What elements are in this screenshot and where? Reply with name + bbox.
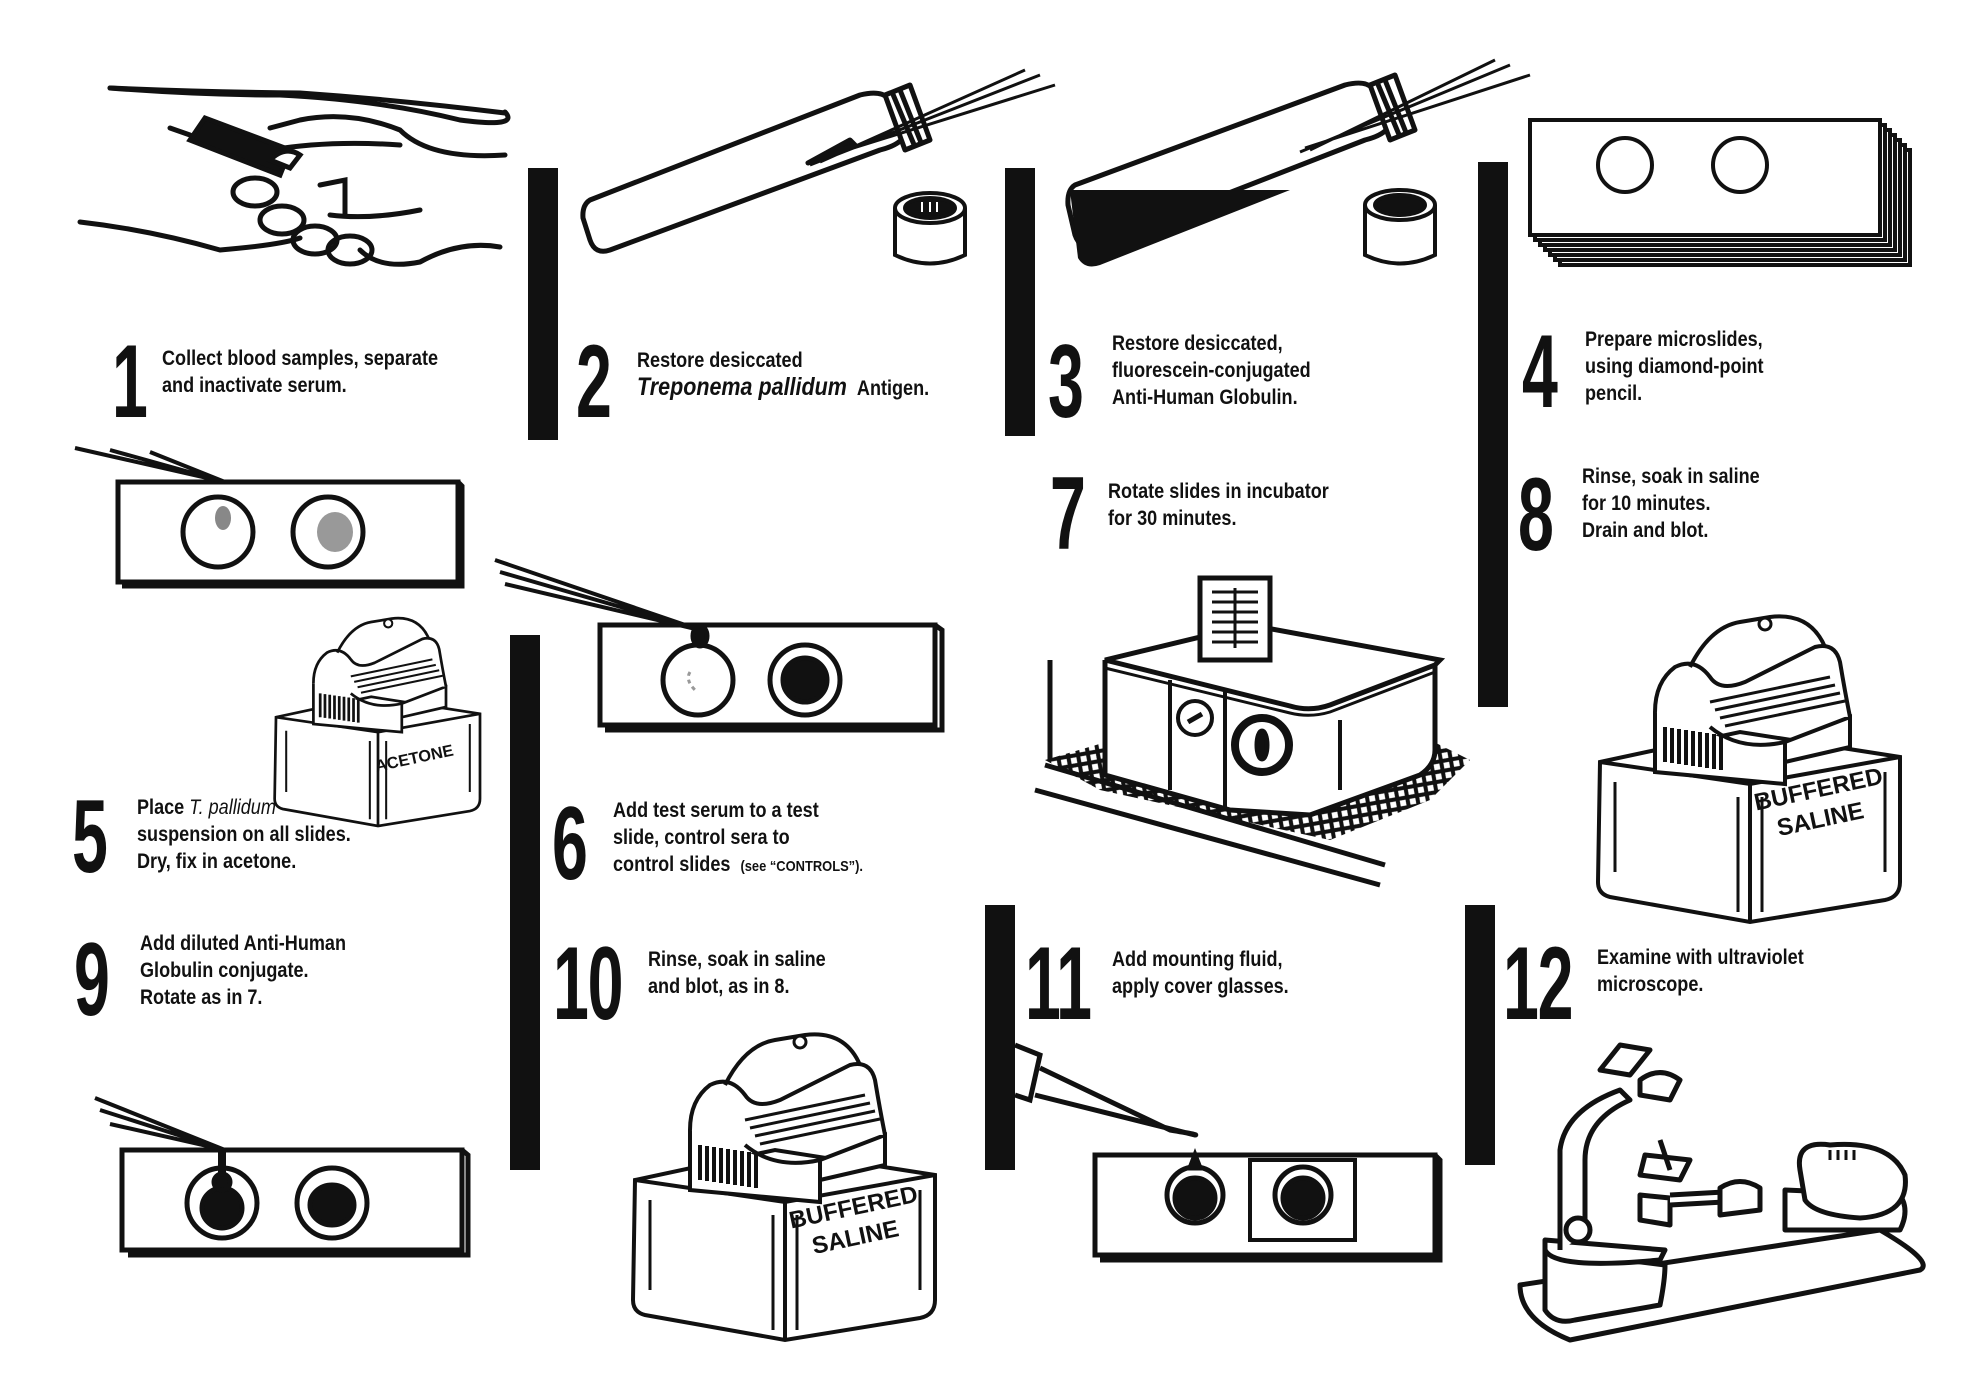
step-3-number: 3 [1048,324,1084,440]
dropper-and-slide-icon [1014,1042,1443,1263]
step-2-line-2: Treponema pallidum Antigen. [637,374,929,402]
step-8-line-2: for 10 minutes. [1582,492,1711,515]
step-3-line-3: Anti-Human Globulin. [1112,386,1298,409]
step-12-line-1: Examine with ultraviolet [1597,946,1804,969]
step-10-text: Rinse, soak in saline and blot, as in 8. [648,946,826,1000]
species-abbrev: T. pallidum [189,796,276,819]
step-7-line-2: for 30 minutes. [1108,507,1237,530]
step-1-number: 1 [112,324,148,440]
step-10-line-2: and blot, as in 8. [648,975,790,998]
step-4-line-1: Prepare microslides, [1585,328,1763,351]
step-7-text: Rotate slides in incubator for 30 minute… [1108,478,1329,532]
antigen-vial-icon [580,68,1056,254]
incubator-rotator-icon [1034,575,1470,888]
step-8-line-1: Rinse, soak in saline [1582,465,1760,488]
divider-bars [510,162,1508,1170]
step-8-number: 8 [1518,457,1554,573]
step-6-line-2: slide, control sera to [613,826,790,849]
step-11-line-1: Add mounting fluid, [1112,948,1283,971]
step-4-number: 4 [1522,314,1558,430]
saline-jar-icon-2: BUFFERED SALINE [631,1032,937,1342]
step-12-number: 12 [1503,926,1573,1042]
step-7-line-1: Rotate slides in incubator [1108,480,1329,503]
step-12-line-2: microscope. [1597,973,1704,996]
step-5-line-2: suspension on all slides. [137,823,351,846]
step-5-line-3: Dry, fix in acetone. [137,850,297,873]
step-10-line-1: Rinse, soak in saline [648,948,826,971]
step-9-line-1: Add diluted Anti-Human [140,932,346,955]
step-9-line-2: Globulin conjugate. [140,959,309,982]
vial-cap-icon-2 [1363,188,1437,266]
step-5-line-1: Place T. pallidum [137,794,351,821]
step-2-number: 2 [576,324,612,440]
step-3-text: Restore desiccated, fluorescein-conjugat… [1112,330,1311,411]
vial-cap-icon [893,191,967,266]
step-5-text: Place T. pallidum suspension on all slid… [137,794,351,875]
slide-with-serum-drop-icon [494,558,945,733]
step-11-line-2: apply cover glasses. [1112,975,1289,998]
step-9-number: 9 [74,922,110,1038]
step-7-number: 7 [1050,456,1086,572]
step-4-line-2: using diamond-point [1585,355,1764,378]
step-6-line-3: control slides (see “CONTROLS”). [613,851,863,880]
step-1-line-2: and inactivate serum. [162,374,347,397]
saline-jar-icon: BUFFERED SALINE [1596,614,1902,924]
slide-with-pipette-icon [74,446,465,589]
globulin-vial-icon [1065,58,1531,267]
slide-with-conjugate-drop-icon [94,1096,471,1258]
uv-microscope-icon [1517,1042,1926,1343]
step-2-line-1: Restore desiccated [637,349,803,372]
place-word: Place [137,796,185,819]
step-10-number: 10 [553,926,623,1042]
step-1-text: Collect blood samples, separate and inac… [162,345,438,399]
step-5-number: 5 [72,779,108,895]
controls-reference: (see “CONTROLS”). [740,858,864,875]
step-4-line-3: pencil. [1585,382,1643,405]
step-6-line-1: Add test serum to a test [613,799,819,822]
step-1-line-1: Collect blood samples, separate [162,347,439,370]
step-9-line-3: Rotate as in 7. [140,986,263,1009]
step-11-number: 11 [1025,926,1092,1042]
species-name: Treponema pallidum [637,373,847,401]
step-6-number: 6 [552,786,588,902]
step-2-text: Restore desiccated Treponema pallidum An… [637,347,929,402]
antigen-word: Antigen. [856,377,930,400]
step-4-text: Prepare microslides, using diamond-point… [1585,326,1764,407]
microslides-stack-icon [1528,118,1912,267]
step-11-text: Add mounting fluid, apply cover glasses. [1112,946,1289,1000]
step-3-line-1: Restore desiccated, [1112,332,1283,355]
step-9-text: Add diluted Anti-Human Globulin conjugat… [140,930,346,1011]
step-8-line-3: Drain and blot. [1582,519,1709,542]
control-slides-text: control slides [613,853,731,876]
step-3-line-2: fluorescein-conjugated [1112,359,1311,382]
acetone-jar-icon: ACETONE [273,616,482,828]
step-12-text: Examine with ultraviolet microscope. [1597,944,1804,998]
step-6-text: Add test serum to a test slide, control … [613,797,863,880]
hand-with-syringe-icon [77,85,511,267]
step-8-text: Rinse, soak in saline for 10 minutes. Dr… [1582,463,1760,544]
